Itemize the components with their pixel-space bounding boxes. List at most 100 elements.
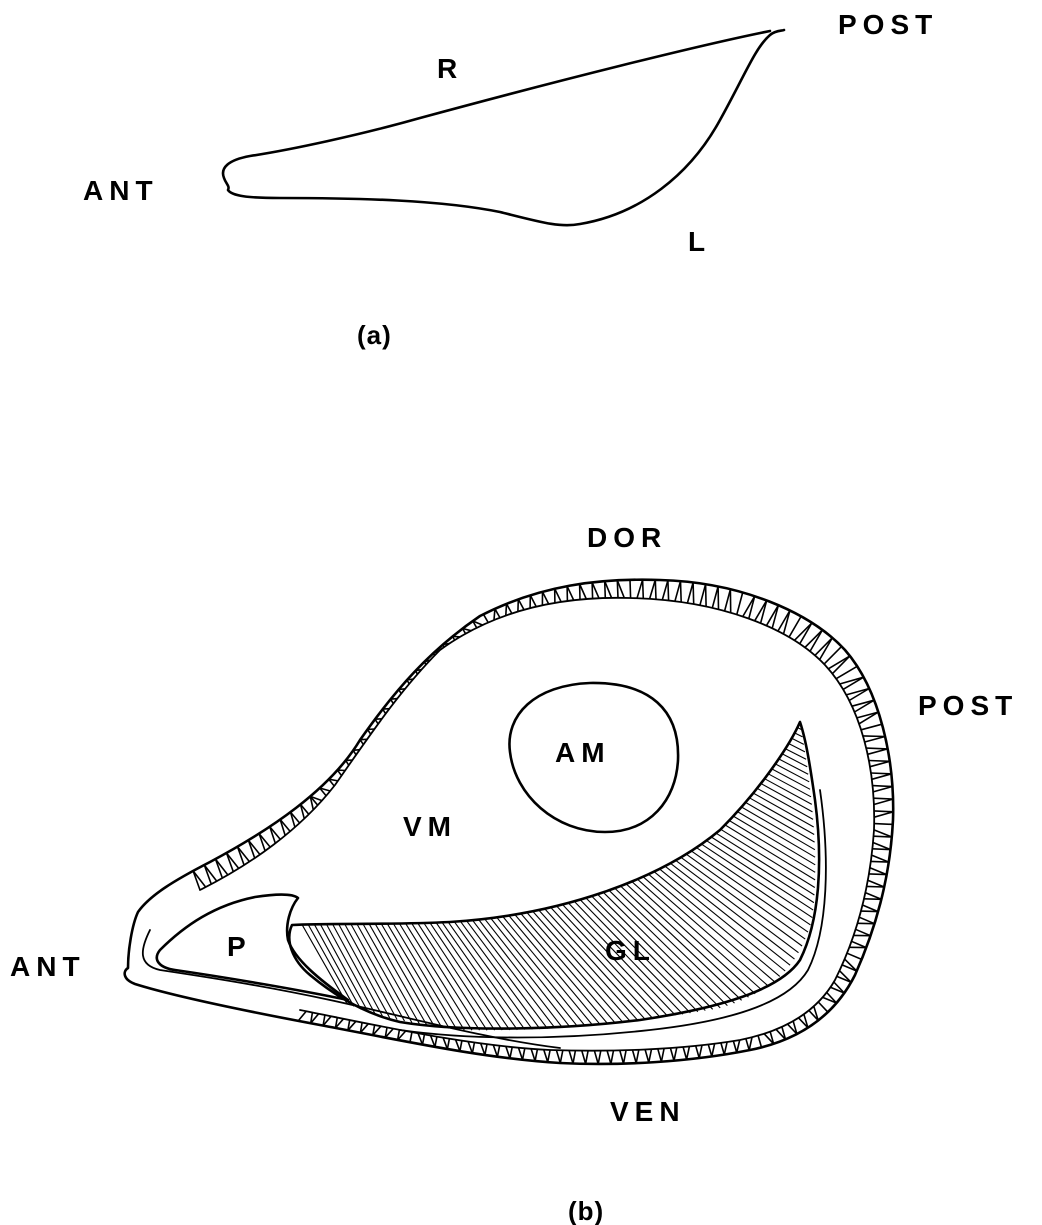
margin-tick (523, 1048, 525, 1060)
margin-tick (700, 584, 706, 605)
margin-tick (863, 736, 885, 737)
gill-striation (643, 877, 768, 986)
margin-tick (460, 1041, 462, 1051)
gill-striation (375, 924, 434, 1027)
margin-tick (840, 677, 864, 684)
margin-tick (548, 1050, 550, 1062)
margin-tick (410, 1032, 412, 1042)
margin-tick (633, 1050, 637, 1063)
margin-tick (874, 811, 893, 812)
margin-tick (227, 853, 239, 869)
margin-tick (637, 580, 643, 599)
margin-tick (391, 699, 398, 700)
gill-striations (296, 722, 815, 1030)
margin-tick (706, 584, 707, 606)
margin-tick (675, 581, 681, 601)
margin-tick (423, 1035, 425, 1045)
margin-tick (772, 605, 778, 628)
margin-tick (594, 1051, 598, 1064)
label-gills: GL (605, 935, 656, 966)
margin-tick (453, 636, 460, 637)
margin-tick (530, 595, 536, 606)
margin-tick (874, 824, 893, 825)
label-right: R (437, 53, 463, 84)
margin-tick (472, 1043, 474, 1054)
margin-tick (507, 604, 512, 614)
margin-tick (868, 749, 888, 754)
margin-tick (873, 787, 892, 792)
margin-tick (573, 1051, 575, 1064)
gill-striation (381, 924, 442, 1028)
margin-tick (737, 593, 743, 615)
margin-tick (497, 1046, 499, 1057)
margin-tick (399, 689, 405, 690)
gill-striation (725, 825, 815, 880)
margin-tick (643, 580, 644, 599)
margin-tick (687, 1046, 690, 1059)
gill-striation (768, 774, 811, 797)
gill-striation (706, 841, 813, 911)
margin-tick (556, 1050, 560, 1063)
gill-striation (753, 793, 813, 827)
label-ventral: VEN (610, 1096, 686, 1127)
margin-tick (849, 689, 869, 701)
gill-striation (701, 844, 812, 918)
gill-striation (737, 812, 815, 858)
gill-striation (765, 779, 812, 805)
margin-tick (874, 836, 892, 837)
gill-striation (637, 879, 761, 990)
margin-tick (864, 899, 881, 900)
margin-tick (630, 580, 631, 598)
margin-tick (544, 1050, 548, 1062)
margin-tick (560, 1050, 563, 1063)
margin-tick (865, 737, 885, 743)
gill-striation (779, 759, 809, 774)
panel-a: POST R ANT L (a) (83, 9, 938, 350)
panel-b: DOR POST AM VM P GL ANT VEN (b) (10, 522, 1018, 1225)
margin-tick (861, 911, 878, 912)
margin-tick (216, 859, 223, 878)
gill-striation (789, 744, 805, 752)
margin-tick (674, 1048, 677, 1061)
gill-striation (387, 924, 449, 1029)
label-posterior-b: POST (918, 690, 1018, 721)
gill-striation (412, 923, 480, 1030)
outer-shell-outline (125, 580, 893, 1064)
margin-tick (204, 865, 211, 884)
margin-tick (857, 712, 878, 718)
margin-tick (238, 847, 250, 862)
margin-tick (193, 871, 200, 890)
margin-tick (843, 677, 864, 689)
margin-tick (859, 712, 878, 724)
margin-tick (443, 644, 449, 645)
margin-tick (535, 1049, 537, 1061)
gill-striation (782, 754, 807, 767)
margin-tick (761, 600, 767, 623)
gill-striation (721, 829, 815, 887)
margin-tick (543, 592, 549, 604)
margin-tick (518, 599, 524, 609)
margin-tick (872, 849, 890, 850)
margin-tick (204, 865, 217, 881)
margin-tick (655, 580, 656, 599)
margin-tick (624, 1050, 627, 1063)
margin-tick (506, 604, 507, 616)
margin-tick (861, 724, 882, 730)
gill-striation (761, 784, 813, 812)
margin-tick (847, 953, 862, 959)
margin-tick (869, 761, 890, 762)
label-dorsal: DOR (587, 522, 667, 553)
margin-tick (871, 773, 891, 774)
margin-tick (662, 580, 668, 600)
margin-tick (611, 1051, 614, 1064)
margin-tick (871, 861, 889, 862)
margin-tick (724, 1042, 727, 1055)
margin-tick (743, 596, 755, 616)
margin-tick (193, 871, 206, 887)
label-anterior-b: ANT (10, 951, 86, 982)
margin-tick (789, 616, 801, 637)
margin-tick (586, 1051, 589, 1064)
margin-tick (873, 786, 893, 787)
gill-striation (406, 923, 472, 1030)
margin-tick (645, 1050, 649, 1063)
